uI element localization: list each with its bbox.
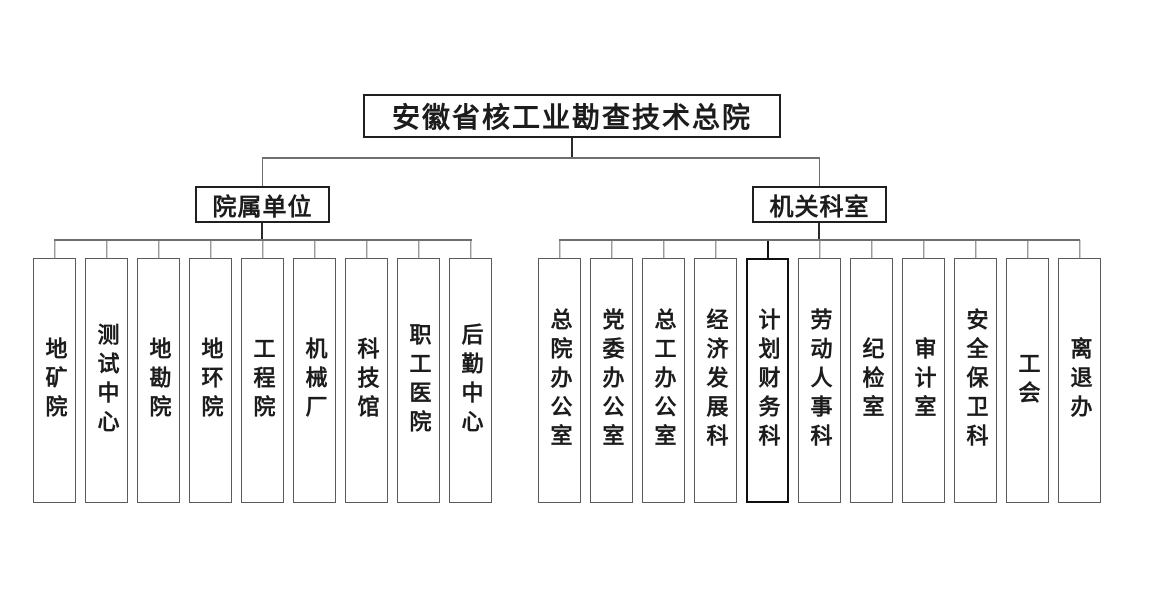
org-unit-label: 地环院: [198, 337, 224, 424]
dept-box: 计划财务科: [746, 241, 789, 503]
org-unit-label: 地勘院: [146, 337, 172, 424]
dept-label: 党委办公室: [599, 308, 625, 453]
branch-box-admin-offices: 机关科室: [752, 186, 887, 223]
connector-stub: [974, 240, 977, 259]
org-unit-box: 职工医院: [397, 240, 440, 503]
dept-label: 离退办: [1067, 337, 1093, 424]
dept-label: 总工办公室: [651, 308, 677, 453]
connector-stub: [209, 240, 212, 259]
org-unit-label: 工程院: [250, 337, 276, 424]
branch-box-affiliated-units: 院属单位: [195, 186, 330, 223]
connector-stub: [818, 240, 821, 259]
connector-level1-hline: [262, 157, 820, 159]
dept-label: 经济发展科: [703, 308, 729, 453]
dept-box: 劳动人事科: [798, 240, 841, 503]
root-org-label: 安徽省核工业勘查技术总院: [391, 102, 752, 133]
connector-branch-left-stub: [262, 157, 264, 186]
connector-stub: [53, 240, 56, 259]
connector-stub: [261, 240, 264, 259]
org-unit-box: 地环院: [189, 240, 232, 503]
org-unit-box: 机械厂: [293, 240, 336, 503]
dept-label: 纪检室: [859, 337, 885, 424]
connector-root-drop: [571, 138, 573, 158]
connector-stub: [469, 240, 472, 259]
connector-stub: [922, 240, 925, 259]
connector-stub: [558, 240, 561, 259]
connector-stub: [870, 240, 873, 259]
org-unit-box: 工程院: [241, 240, 284, 503]
dept-label: 工会: [1015, 351, 1041, 410]
org-unit-box: 测试中心: [85, 240, 128, 503]
org-unit-label: 科技馆: [354, 337, 380, 424]
connector-right-group-hline: [559, 239, 1080, 241]
connector-branch-right-drop: [818, 223, 820, 240]
org-unit-box: 地矿院: [33, 240, 76, 503]
dept-box: 审计室: [902, 240, 945, 503]
connector-stub: [1026, 240, 1029, 259]
connector-stub: [417, 240, 420, 259]
root-org-box: 安徽省核工业勘查技术总院: [363, 94, 781, 138]
dept-label: 安全保卫科: [963, 308, 989, 453]
org-unit-label: 机械厂: [302, 337, 328, 424]
admin-offices-group: 总院办公室 党委办公室 总工办公室 经济发展科 计划财务科 劳动人事科 纪检室: [538, 240, 1101, 503]
connector-left-group-hline: [54, 239, 472, 241]
connector-stub: [662, 240, 665, 259]
connector-stub: [610, 240, 613, 259]
branch-label: 院属单位: [212, 194, 313, 221]
connector-stub: [365, 240, 368, 259]
dept-label: 审计室: [911, 337, 937, 424]
connector-stub: [1078, 240, 1081, 259]
connector-branch-right-stub: [819, 157, 821, 186]
connector-branch-left-drop: [261, 223, 263, 240]
connector-stub: [714, 240, 717, 259]
branch-label: 机关科室: [769, 194, 870, 221]
connector-stub: [766, 241, 769, 260]
org-unit-label: 后勤中心: [458, 322, 484, 439]
dept-label: 计划财务科: [755, 308, 781, 453]
connector-stub: [105, 240, 108, 259]
org-unit-box: 地勘院: [137, 240, 180, 503]
org-unit-label: 职工医院: [406, 322, 432, 439]
dept-box: 总院办公室: [538, 240, 581, 503]
org-unit-box: 后勤中心: [449, 240, 492, 503]
affiliated-units-group: 地矿院 测试中心 地勘院 地环院 工程院 机械厂 科技馆 职工医院: [33, 240, 492, 503]
org-unit-label: 地矿院: [42, 337, 68, 424]
dept-box: 安全保卫科: [954, 240, 997, 503]
connector-stub: [157, 240, 160, 259]
dept-box: 党委办公室: [590, 240, 633, 503]
dept-label: 劳动人事科: [807, 308, 833, 453]
dept-box: 工会: [1006, 240, 1049, 503]
dept-label: 总院办公室: [547, 308, 573, 453]
dept-box: 纪检室: [850, 240, 893, 503]
dept-box: 总工办公室: [642, 240, 685, 503]
org-unit-box: 科技馆: [345, 240, 388, 503]
dept-box: 经济发展科: [694, 240, 737, 503]
org-unit-label: 测试中心: [94, 322, 120, 439]
dept-box: 离退办: [1058, 240, 1101, 503]
connector-stub: [313, 240, 316, 259]
